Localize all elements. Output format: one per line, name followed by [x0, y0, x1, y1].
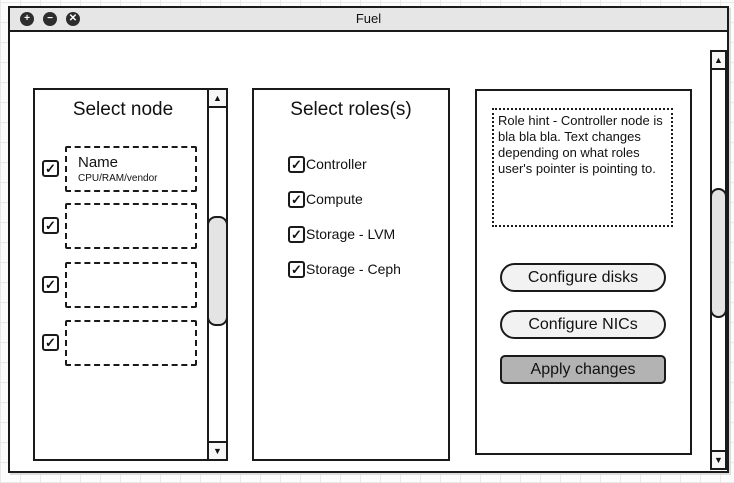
- window-scrollbar[interactable]: ▲ ▼: [710, 50, 727, 470]
- node-scrollbar-track[interactable]: [207, 108, 228, 441]
- node-card[interactable]: [65, 203, 197, 249]
- node-checkbox[interactable]: ✓: [42, 160, 59, 177]
- select-node-panel: Select node ✓ Name CPU/RAM/vendor ✓ ✓: [33, 88, 228, 461]
- role-label: Compute: [306, 191, 363, 207]
- configure-disks-button[interactable]: Configure disks: [500, 263, 666, 292]
- actions-panel: Role hint - Controller node is bla bla b…: [475, 89, 692, 455]
- node-list-item[interactable]: ✓: [35, 262, 211, 308]
- role-option-compute[interactable]: ✓ Compute: [288, 190, 363, 208]
- window-minimize-icon[interactable]: −: [43, 12, 57, 26]
- arrow-down-icon: ▼: [213, 446, 222, 456]
- app-window: Fuel + − ✕ ▲ ▼ Select node ✓ N: [8, 6, 729, 473]
- node-card[interactable]: [65, 320, 197, 366]
- arrow-up-icon: ▲: [213, 93, 222, 103]
- window-scroll-up-button[interactable]: ▲: [712, 52, 725, 70]
- node-list-scrollbar[interactable]: ▲ ▼: [207, 90, 228, 459]
- node-list-item[interactable]: ✓ Name CPU/RAM/vendor: [35, 146, 211, 192]
- node-name-label: Name: [78, 154, 119, 171]
- window-content: ▲ ▼ Select node ✓ Name CPU/RAM/vendor ✓: [10, 8, 727, 471]
- node-scroll-down-button[interactable]: ▼: [209, 441, 226, 459]
- node-card[interactable]: Name CPU/RAM/vendor: [65, 146, 197, 192]
- node-checkbox[interactable]: ✓: [42, 217, 59, 234]
- arrow-down-icon: ▼: [714, 455, 723, 465]
- arrow-up-icon: ▲: [714, 55, 723, 65]
- window-controls: + − ✕: [20, 12, 80, 26]
- window-scrollbar-track[interactable]: [710, 70, 727, 450]
- role-checkbox[interactable]: ✓: [288, 190, 305, 208]
- role-option-storage-lvm[interactable]: ✓ Storage - LVM: [288, 225, 395, 243]
- node-list-item[interactable]: ✓: [35, 203, 211, 249]
- role-label: Storage - LVM: [306, 226, 396, 242]
- select-node-title: Select node: [72, 99, 174, 120]
- apply-changes-button[interactable]: Apply changes: [500, 355, 666, 384]
- configure-nics-button[interactable]: Configure NICs: [500, 310, 666, 339]
- node-card[interactable]: [65, 262, 197, 308]
- window-plus-icon[interactable]: +: [20, 12, 34, 26]
- role-checkbox[interactable]: ✓: [288, 225, 305, 243]
- node-scroll-up-button[interactable]: ▲: [209, 90, 226, 108]
- window-title: Fuel: [355, 11, 382, 26]
- window-close-icon[interactable]: ✕: [66, 12, 80, 26]
- node-scrollbar-thumb[interactable]: [207, 216, 228, 326]
- select-roles-panel: Select roles(s) ✓ Controller ✓ Compute ✓…: [252, 88, 450, 461]
- role-option-storage-ceph[interactable]: ✓ Storage - Ceph: [288, 260, 401, 278]
- role-hint-box: Role hint - Controller node is bla bla b…: [492, 108, 673, 227]
- role-label: Storage - Ceph: [306, 261, 401, 277]
- node-list-item[interactable]: ✓: [35, 320, 211, 366]
- role-checkbox[interactable]: ✓: [288, 260, 305, 278]
- role-option-controller[interactable]: ✓ Controller: [288, 155, 367, 173]
- select-roles-title: Select roles(s): [290, 99, 412, 120]
- node-specs-label: CPU/RAM/vendor: [78, 173, 158, 184]
- window-scrollbar-thumb[interactable]: [710, 188, 727, 318]
- node-checkbox[interactable]: ✓: [42, 276, 59, 293]
- window-scroll-down-button[interactable]: ▼: [712, 450, 725, 468]
- node-checkbox[interactable]: ✓: [42, 334, 59, 351]
- role-checkbox[interactable]: ✓: [288, 155, 305, 173]
- role-label: Controller: [306, 156, 367, 172]
- titlebar: Fuel + − ✕: [10, 8, 727, 32]
